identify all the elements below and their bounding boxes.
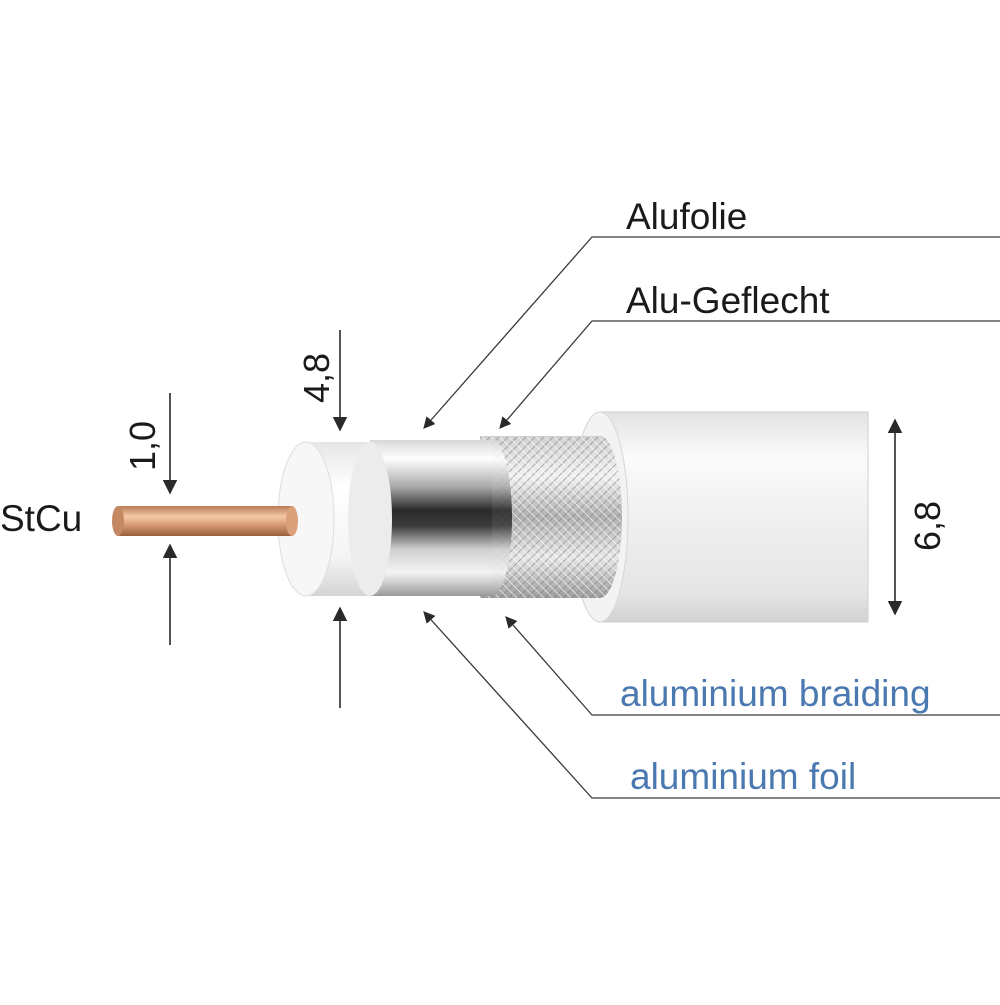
core-material-label: StCu xyxy=(0,498,83,539)
core-dimension-label: 1,0 xyxy=(122,420,164,472)
aluminium-braiding xyxy=(480,436,622,598)
dielectric-dimension-label: 4,8 xyxy=(296,352,338,404)
aluminium-foil xyxy=(370,440,512,596)
braid-label-en: aluminium braiding xyxy=(620,673,931,714)
leader-alufolie xyxy=(423,236,1000,429)
leader-aluminium-braiding xyxy=(505,616,1000,716)
leader-aluminium-foil xyxy=(423,611,1000,799)
leader-alu-geflecht xyxy=(499,320,1000,429)
foil-label-de: Alufolie xyxy=(626,196,748,237)
dielectric xyxy=(277,441,392,597)
foil-label-en: aluminium foil xyxy=(630,756,857,797)
outer-dimension-label: 6,8 xyxy=(907,500,949,552)
leader-lines xyxy=(423,236,1000,799)
copper-core xyxy=(112,506,298,536)
braid-label-de: Alu-Geflecht xyxy=(626,280,830,321)
